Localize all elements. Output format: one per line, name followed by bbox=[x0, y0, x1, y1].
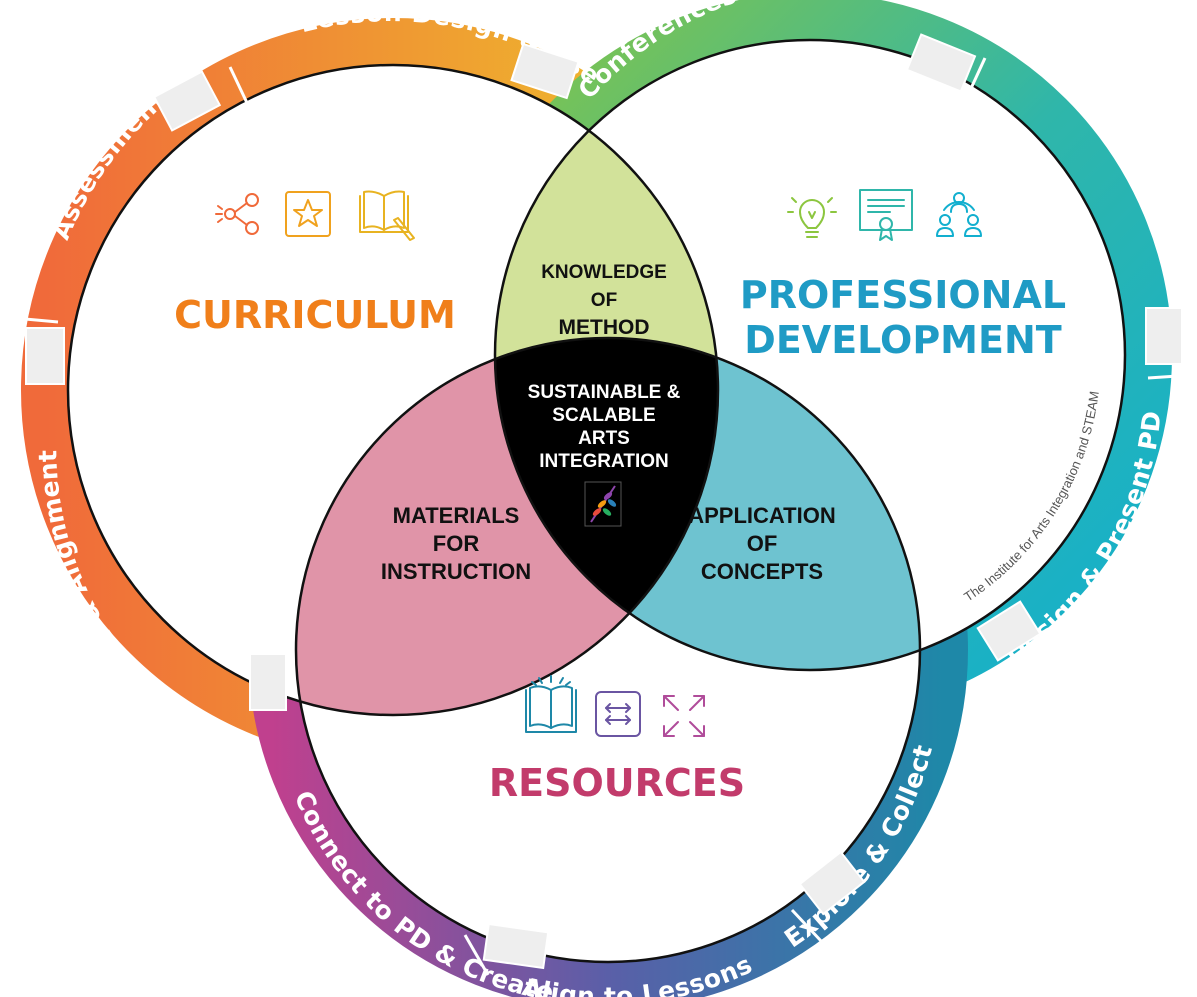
knowledge-label-2: OF bbox=[591, 290, 617, 311]
curriculum-title: CURRICULUM bbox=[174, 293, 456, 337]
materials-label-1: MATERIALS bbox=[393, 503, 520, 528]
materials-label-2: FOR bbox=[433, 531, 480, 556]
share-icon bbox=[215, 193, 259, 235]
certificate-icon bbox=[859, 189, 913, 241]
star-icon bbox=[285, 191, 331, 237]
tag-placeholder bbox=[249, 653, 287, 711]
tag-placeholder bbox=[1145, 307, 1183, 365]
materials-label-3: INSTRUCTION bbox=[381, 559, 531, 584]
tag-placeholder bbox=[25, 327, 65, 385]
center-label-2: SCALABLE bbox=[552, 405, 655, 426]
application-label-3: CONCEPTS bbox=[701, 559, 823, 584]
tag-placeholder bbox=[976, 600, 1042, 662]
open-book-icon bbox=[525, 675, 577, 733]
application-label-1: APPLICATION bbox=[688, 503, 835, 528]
pd-title-line-1: PROFESSIONAL bbox=[740, 273, 1066, 317]
knowledge-label-3: METHOD bbox=[559, 316, 650, 339]
tag-placeholder bbox=[482, 922, 550, 970]
ring-separators bbox=[13, 57, 1194, 976]
center-label-4: INTEGRATION bbox=[539, 451, 668, 472]
ring-tags bbox=[25, 33, 1183, 970]
center-label-1: SUSTAINABLE & bbox=[528, 382, 681, 403]
resources-title: RESOURCES bbox=[489, 761, 745, 805]
tag-placeholder bbox=[905, 33, 977, 93]
application-label-2: OF bbox=[747, 531, 778, 556]
tag-placeholder bbox=[798, 850, 866, 916]
knowledge-label-1: KNOWLEDGE bbox=[541, 262, 667, 283]
tag-placeholder bbox=[510, 42, 580, 100]
pd-title-line-2: DEVELOPMENT bbox=[744, 318, 1061, 362]
leaf-logo-icon bbox=[584, 481, 622, 527]
team-icon bbox=[936, 192, 982, 237]
center-label-3: ARTS bbox=[578, 428, 630, 449]
tag-placeholder bbox=[152, 70, 222, 132]
lightbulb-icon bbox=[787, 197, 837, 238]
expand-icon bbox=[663, 695, 705, 737]
book-pencil-icon bbox=[359, 190, 415, 241]
arrows-icon bbox=[595, 691, 641, 737]
